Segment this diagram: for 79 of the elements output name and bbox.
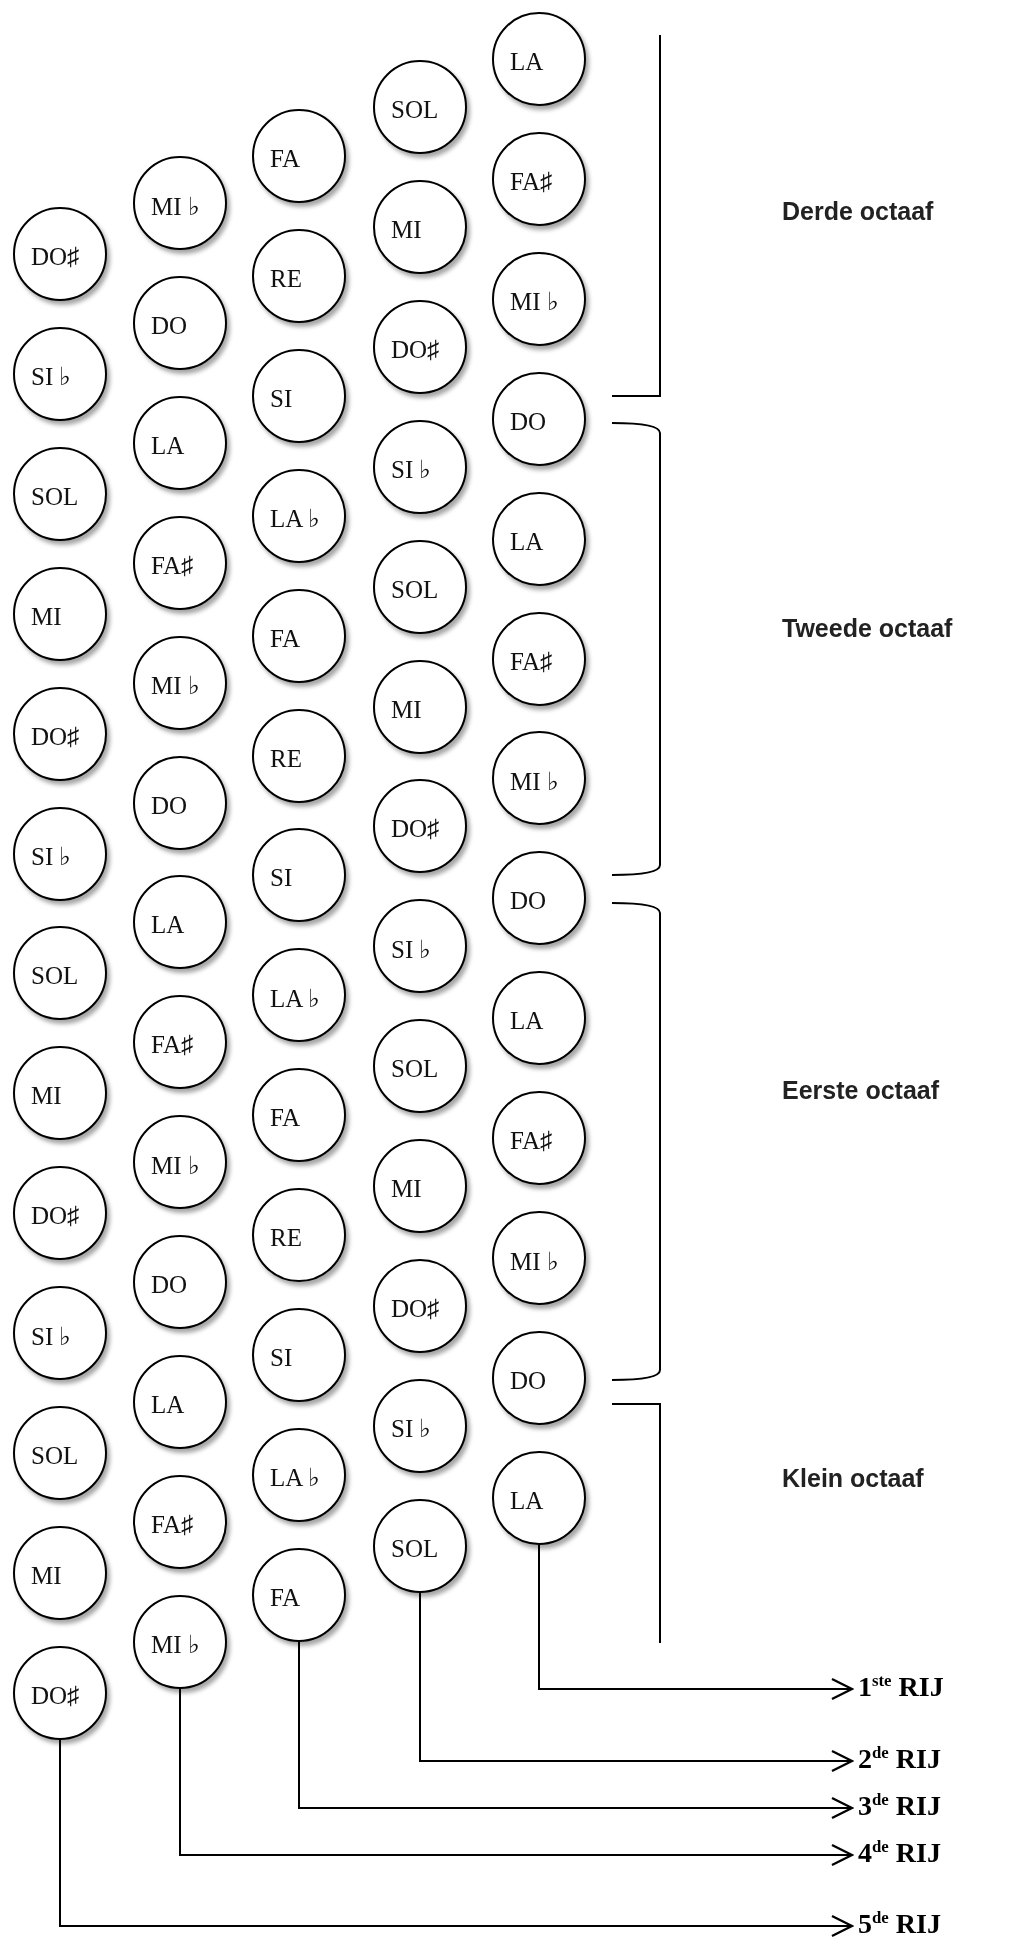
note-name: SOL — [31, 962, 79, 991]
note-name: SI ♭ — [31, 1321, 72, 1351]
note-name: RE — [270, 744, 302, 773]
note-name: FA♯ — [510, 647, 553, 676]
note-name: MI ♭ — [151, 671, 200, 701]
note-name: SI ♭ — [31, 362, 72, 392]
note-name: LA — [510, 1486, 544, 1515]
note-name: DO♯ — [391, 335, 440, 364]
note-name: SOL — [391, 1055, 439, 1084]
note-name: SI ♭ — [31, 842, 72, 871]
octave-label: Klein octaaf — [782, 1464, 924, 1493]
note-name: FA♯ — [151, 1510, 194, 1539]
note-name: SI ♭ — [391, 934, 432, 964]
note-name: DO♯ — [391, 815, 440, 844]
octave-label: Eerste octaaf — [782, 1076, 940, 1105]
note-name: SOL — [391, 96, 439, 124]
row-label: 2$^{de}$ RIJ — [858, 1744, 941, 1776]
note-name: LA — [510, 527, 544, 556]
note-name: LA ♭ — [270, 1463, 321, 1493]
note-name: FA♯ — [151, 1031, 194, 1060]
row-label: 3$^{de}$ RIJ — [858, 1791, 941, 1823]
note-name: FA — [270, 624, 301, 653]
note-name: MI ♭ — [510, 1246, 559, 1276]
note-name: DO♯ — [391, 1295, 440, 1323]
note-name: MI — [31, 602, 62, 631]
arrow — [419, 1591, 854, 1773]
note-name: MI ♭ — [151, 1630, 200, 1660]
arrow — [538, 1543, 854, 1701]
note-name: DO — [510, 1366, 547, 1395]
note-name: DO — [510, 887, 547, 916]
note-name: RE — [270, 264, 302, 293]
note-name: FA♯ — [510, 1127, 553, 1156]
note-name: SI ♭ — [391, 455, 432, 485]
row-label: 1$^{ste}$ RIJ — [858, 1672, 944, 1704]
note-name: SOL — [391, 575, 439, 604]
note-name: RE — [270, 1224, 302, 1253]
note-name: FA — [270, 1104, 301, 1133]
note-name: LA ♭ — [270, 504, 321, 534]
note-name: MI ♭ — [151, 191, 200, 221]
note-name: DO — [151, 791, 188, 820]
note-name: SOL — [391, 1534, 439, 1563]
note-name: DO♯ — [31, 722, 80, 751]
note-name: SI — [270, 864, 293, 893]
note-name: MI — [391, 1175, 422, 1204]
note-name: FA — [270, 145, 301, 173]
note-name: MI — [31, 1561, 62, 1590]
note-name: LA ♭ — [270, 983, 321, 1013]
octave-label: Tweede octaaf — [782, 614, 953, 643]
note-name: SOL — [31, 1442, 79, 1470]
note-name: MI ♭ — [151, 1150, 200, 1180]
arrow — [298, 1640, 854, 1820]
note-name: MI — [391, 695, 422, 724]
note-name: LA — [151, 911, 185, 940]
note-name: DO — [510, 407, 547, 436]
note-name: MI ♭ — [510, 766, 559, 796]
note-name: SI — [270, 1344, 293, 1372]
note-name: DO — [151, 311, 188, 340]
note-name: DO♯ — [31, 243, 80, 271]
note-name: DO♯ — [31, 1681, 80, 1710]
note-name: SI ♭ — [391, 1414, 432, 1444]
arrow — [59, 1738, 854, 1938]
note-name: LA — [151, 1391, 185, 1419]
note-name: LA — [510, 48, 544, 76]
octave-label: Derde octaaf — [782, 197, 934, 226]
row-label: 4$^{de}$ RIJ — [858, 1838, 941, 1870]
arrow — [179, 1687, 854, 1867]
note-name: LA — [510, 1007, 544, 1036]
note-name: MI — [31, 1082, 62, 1111]
note-name: LA — [151, 431, 185, 460]
note-name: DO — [151, 1271, 188, 1300]
note-name: MI — [391, 215, 422, 244]
note-name: DO♯ — [31, 1202, 80, 1231]
note-name: SOL — [31, 482, 79, 511]
note-name: FA♯ — [151, 551, 194, 580]
note-name: FA♯ — [510, 167, 553, 196]
row-label: 5$^{de}$ RIJ — [858, 1909, 941, 1941]
note-name: SI — [270, 384, 293, 413]
note-name: FA — [270, 1583, 301, 1612]
note-name: MI ♭ — [510, 287, 559, 317]
